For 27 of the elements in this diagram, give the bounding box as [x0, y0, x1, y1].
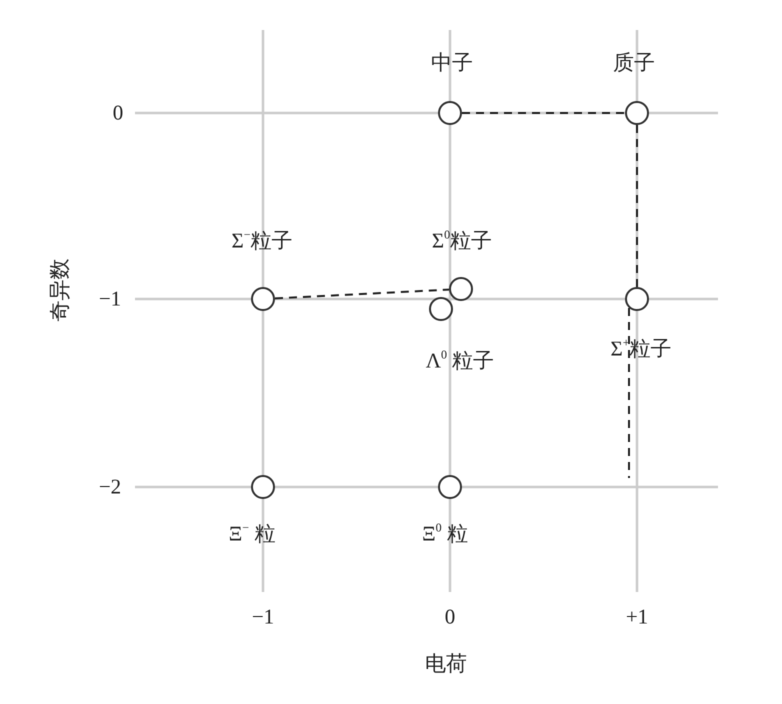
dashed-connector	[628, 308, 630, 478]
particle-circle	[438, 475, 462, 499]
particle-label: 质子	[613, 52, 655, 74]
dashed-connector	[636, 125, 638, 287]
tick-label: −1	[252, 606, 274, 628]
axis-title: 奇异数	[50, 258, 70, 322]
tick-label: −2	[98, 476, 122, 498]
particle-label: Λ$^{0}$ 粒子	[426, 348, 494, 372]
particle-label: Ξ$^{0}$ 粒	[422, 522, 468, 544]
particle-label: 中子	[431, 52, 473, 74]
particle-label: Σ$^{0}$粒子	[432, 228, 492, 252]
axis-title: 电荷	[425, 654, 467, 674]
particle-circle	[429, 297, 453, 321]
particle-label: Ξ$^{−}$ 粒	[228, 522, 276, 544]
particle-circle	[449, 277, 473, 301]
particle-label: Σ$^{−}$粒子	[232, 228, 292, 252]
particle-circle	[251, 475, 275, 499]
dashed-connector	[462, 112, 625, 114]
dashed-connector	[274, 288, 450, 300]
particle-circle	[625, 101, 649, 125]
tick-label: 0	[444, 606, 456, 628]
particle-circle	[251, 287, 275, 311]
tick-label: −1	[98, 288, 122, 310]
tick-label: +1	[626, 606, 648, 628]
particle-circle	[438, 101, 462, 125]
tick-label: 0	[112, 102, 124, 124]
particle-circle	[625, 287, 649, 311]
